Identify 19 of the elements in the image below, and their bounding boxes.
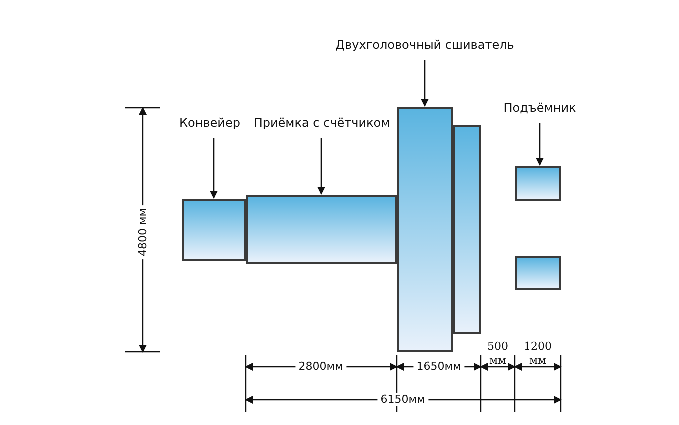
dimension-label: 2800мм <box>296 360 346 373</box>
conveyor-block <box>182 199 246 261</box>
stitcher-block <box>453 125 481 334</box>
part-label: Двухголовочный сшиватель <box>336 38 514 52</box>
part-label: Конвейер <box>180 116 240 130</box>
part-label: Приёмка с счётчиком <box>254 116 390 130</box>
leader-arrow <box>210 138 218 199</box>
leader-arrow <box>536 123 544 166</box>
leader-arrow <box>318 138 326 195</box>
dimension-label: 1200 мм <box>523 340 553 368</box>
stitcher-block <box>397 107 453 352</box>
dimension-label: 500 мм <box>486 340 510 368</box>
dimension-label: 1650мм <box>414 360 464 373</box>
leader-arrow <box>421 60 429 107</box>
lift-block <box>515 256 561 290</box>
dimension-label: 6150мм <box>378 393 428 406</box>
part-label: Подъёмник <box>504 101 576 115</box>
counter-stacker-block <box>246 195 397 264</box>
lift-block <box>515 166 561 201</box>
